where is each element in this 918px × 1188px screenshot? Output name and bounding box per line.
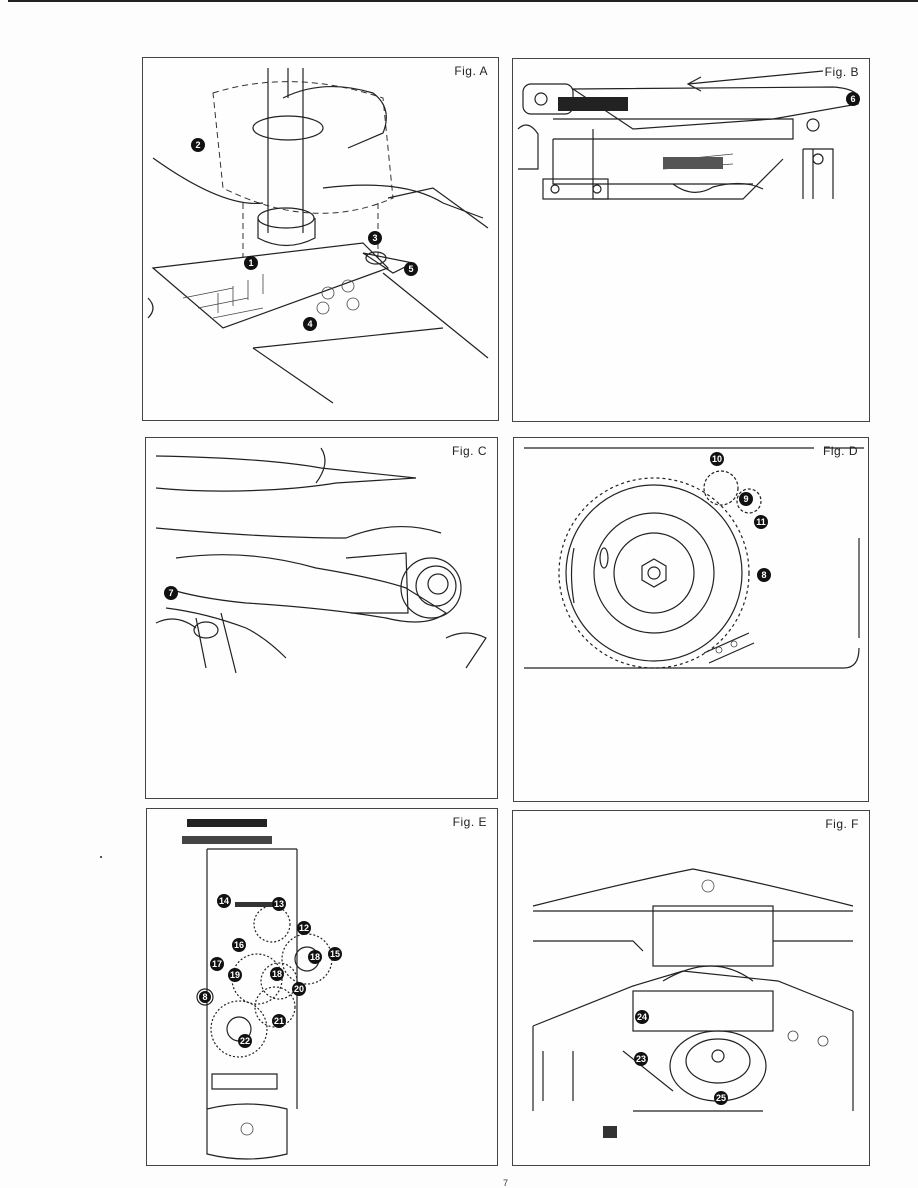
top-rule [8,0,918,2]
callout-23: 23 [634,1052,648,1066]
svg-text:18: 18 [310,952,320,962]
figure-f-callouts: 23 24 25 [634,1010,728,1105]
callout-5: 5 [404,262,418,276]
callout-14: 14 [217,894,231,908]
figure-e-label: Fig. E [452,815,487,829]
figure-d-panel: Fig. D 8 9 10 11 [513,437,869,802]
svg-text:14: 14 [219,896,229,906]
callout-8: 8 [757,568,771,582]
callout-7: 7 [164,586,178,600]
callout-11: 11 [754,515,768,529]
figure-d-illustration [524,447,864,669]
margin-mark [100,856,102,858]
figure-c-panel: Fig. C 7 [145,437,498,799]
svg-text:20: 20 [294,984,304,994]
callout-13: 13 [272,897,286,911]
svg-text:10: 10 [712,454,722,464]
callout-18b: 18 [270,967,284,981]
svg-text:18: 18 [272,969,282,979]
svg-text:21: 21 [274,1016,284,1026]
svg-text:9: 9 [743,494,748,504]
callout-19: 19 [228,968,242,982]
callout-8-repeat: 8 [199,991,211,1003]
callout-2: 2 [191,138,205,152]
svg-text:8: 8 [202,992,207,1002]
svg-text:24: 24 [637,1012,647,1022]
callout-9: 9 [739,492,753,506]
figure-f-label: Fig. F [825,817,859,831]
callout-21: 21 [272,1014,286,1028]
figure-a-label: Fig. A [454,64,488,78]
svg-text:7: 7 [168,588,173,598]
callout-15: 15 [328,947,342,961]
callout-16: 16 [232,938,246,952]
svg-text:2: 2 [195,140,200,150]
callout-12: 12 [297,921,311,935]
callout-1: 1 [244,256,258,270]
callout-6: 6 [846,92,860,106]
figure-c-illustration [155,447,487,674]
figure-e-illustration [182,819,333,1160]
figure-d-callouts: 8 9 10 11 [710,452,771,582]
figure-b-panel: Fig. B 6 [512,58,870,422]
svg-text:23: 23 [636,1054,646,1064]
svg-text:6: 6 [850,94,855,104]
figure-a-illustration [147,68,489,404]
figure-f-panel: Fig. F 23 24 25 [512,810,870,1166]
svg-text:22: 22 [240,1036,250,1046]
figure-a-callouts: 1 2 3 4 5 [191,138,418,331]
page-number: 7 [503,1178,509,1188]
figure-e-callouts: 12 13 14 15 16 17 18 18 19 20 21 22 8 [199,894,342,1048]
svg-text:8: 8 [761,570,766,580]
svg-text:4: 4 [307,319,312,329]
svg-text:19: 19 [230,970,240,980]
svg-text:5: 5 [408,264,413,274]
callout-18: 18 [308,950,322,964]
callout-3: 3 [368,231,382,245]
callout-24: 24 [635,1010,649,1024]
callout-25: 25 [714,1091,728,1105]
callout-17: 17 [210,957,224,971]
figure-b-callouts: 6 [846,92,860,106]
callout-22: 22 [238,1034,252,1048]
svg-text:17: 17 [212,959,222,969]
svg-text:1: 1 [248,258,253,268]
svg-text:13: 13 [274,899,284,909]
figure-b-label: Fig. B [824,65,859,79]
svg-text:16: 16 [234,940,244,950]
svg-text:15: 15 [330,949,340,959]
callout-10: 10 [710,452,724,466]
figure-a-panel: Fig. A 1 2 3 4 5 [142,57,499,421]
figure-e-panel: Fig. E 12 13 14 15 16 17 18 18 19 20 21 … [146,808,498,1166]
figure-f-illustration [532,868,854,1138]
svg-text:25: 25 [716,1093,726,1103]
svg-text:11: 11 [756,517,766,527]
svg-text:3: 3 [372,233,377,243]
svg-text:12: 12 [299,923,309,933]
figure-c-callouts: 7 [164,586,178,600]
callout-4: 4 [303,317,317,331]
callout-20: 20 [292,982,306,996]
figure-c-label: Fig. C [451,444,487,458]
